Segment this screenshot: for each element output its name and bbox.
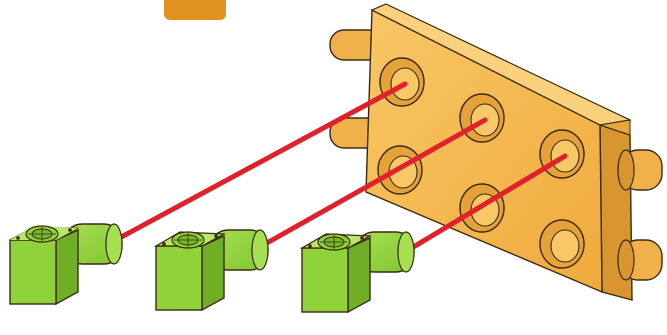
green-peg-3 [302, 232, 414, 312]
hole-bottom-right [540, 220, 584, 268]
hole-top-middle [460, 94, 504, 142]
hole-top-left [380, 58, 424, 106]
right-stud-top [618, 150, 662, 190]
guide-line-1 [112, 84, 405, 242]
right-stud-bottom [618, 240, 662, 280]
green-peg-2 [156, 230, 268, 310]
hole-top-right [540, 130, 584, 178]
green-peg-1 [10, 224, 122, 304]
